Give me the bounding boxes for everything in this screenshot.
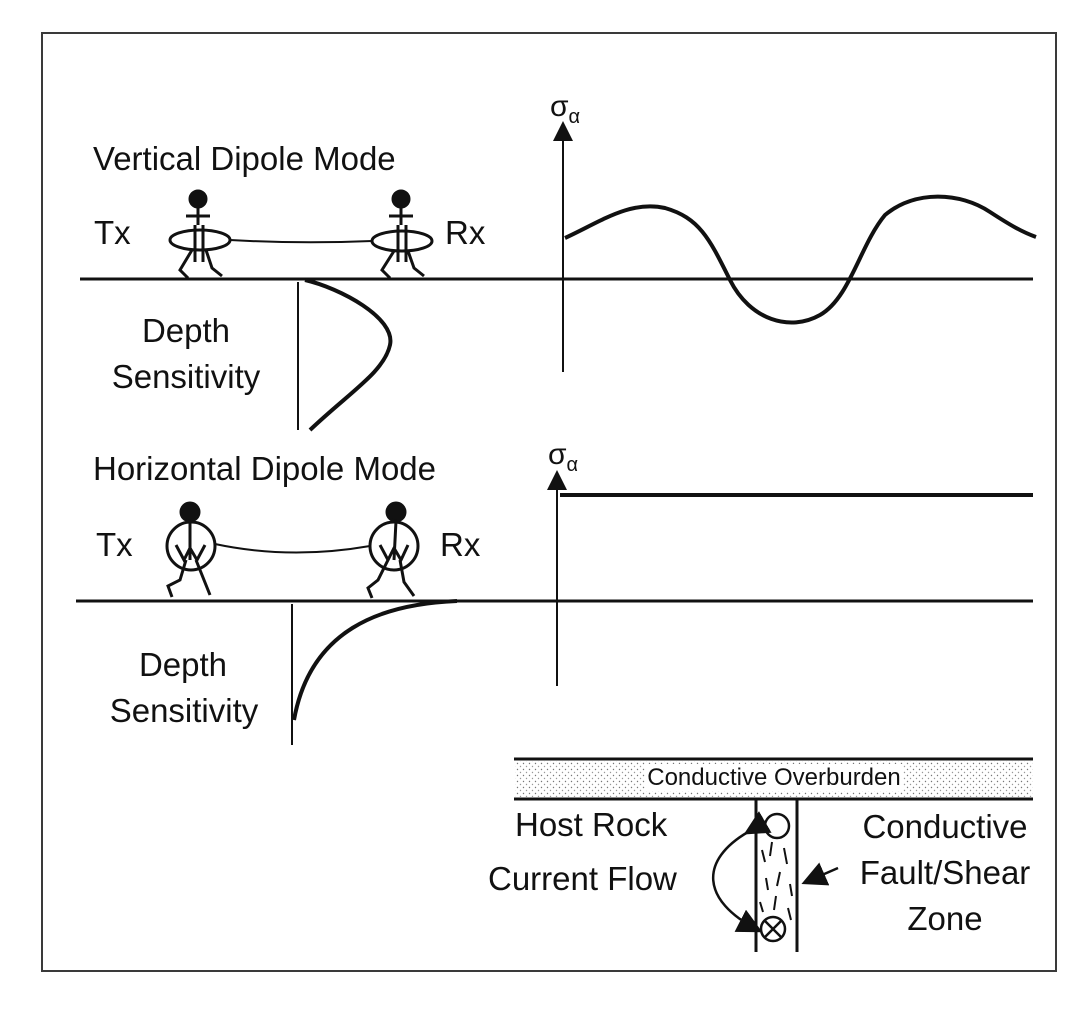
depth-label-horizontal-line1: Depth — [138, 646, 228, 683]
sigma-symbol: σ — [548, 438, 567, 471]
current-out-symbol — [763, 812, 791, 840]
sigma-label-vertical: σα — [550, 90, 581, 128]
depth-sensitivity-curve-horizontal — [292, 599, 458, 721]
fault-label-line3: Zone — [907, 900, 983, 937]
alpha-subscript: α — [568, 106, 581, 128]
current-flow-arrow — [711, 811, 772, 933]
rx-label-vertical: Rx — [445, 214, 486, 251]
figure-frame — [41, 32, 1057, 972]
overburden-label: Conductive Overburden — [645, 764, 903, 791]
fault-label-line2: Fault/Shear — [859, 854, 1031, 891]
fault-label-line1: Conductive — [862, 808, 1028, 845]
overburden-label-wrap: Conductive Overburden — [515, 762, 1033, 794]
current-flow-label: Current Flow — [488, 860, 677, 897]
rx-operator-figure-vertical — [370, 189, 434, 280]
current-in-symbol — [759, 915, 787, 943]
cable-vertical — [229, 239, 373, 244]
alpha-subscript: α — [566, 454, 579, 476]
tx-operator-figure-vertical — [168, 189, 232, 280]
host-rock-label: Host Rock — [515, 806, 668, 843]
depth-label-horizontal-line2: Sensitivity — [109, 692, 259, 729]
depth-label-vertical-line2: Sensitivity — [111, 358, 261, 395]
cable-horizontal — [214, 543, 371, 554]
tx-label-horizontal: Tx — [96, 526, 133, 563]
horizontal-mode-title: Horizontal Dipole Mode — [93, 450, 437, 487]
vertical-mode-title: Vertical Dipole Mode — [93, 140, 396, 177]
depth-sensitivity-curve-vertical — [304, 278, 393, 432]
tx-label-vertical: Tx — [94, 214, 131, 251]
sigma-symbol: σ — [550, 90, 569, 123]
fault-pointer-arrow — [801, 862, 839, 886]
rx-operator-figure-horizontal — [366, 501, 420, 599]
depth-label-vertical-line1: Depth — [141, 312, 231, 349]
response-curve-vertical — [564, 194, 1037, 325]
rx-label-horizontal: Rx — [440, 526, 481, 563]
sigma-label-horizontal: σα — [548, 438, 579, 476]
tx-operator-figure-horizontal — [165, 501, 217, 598]
